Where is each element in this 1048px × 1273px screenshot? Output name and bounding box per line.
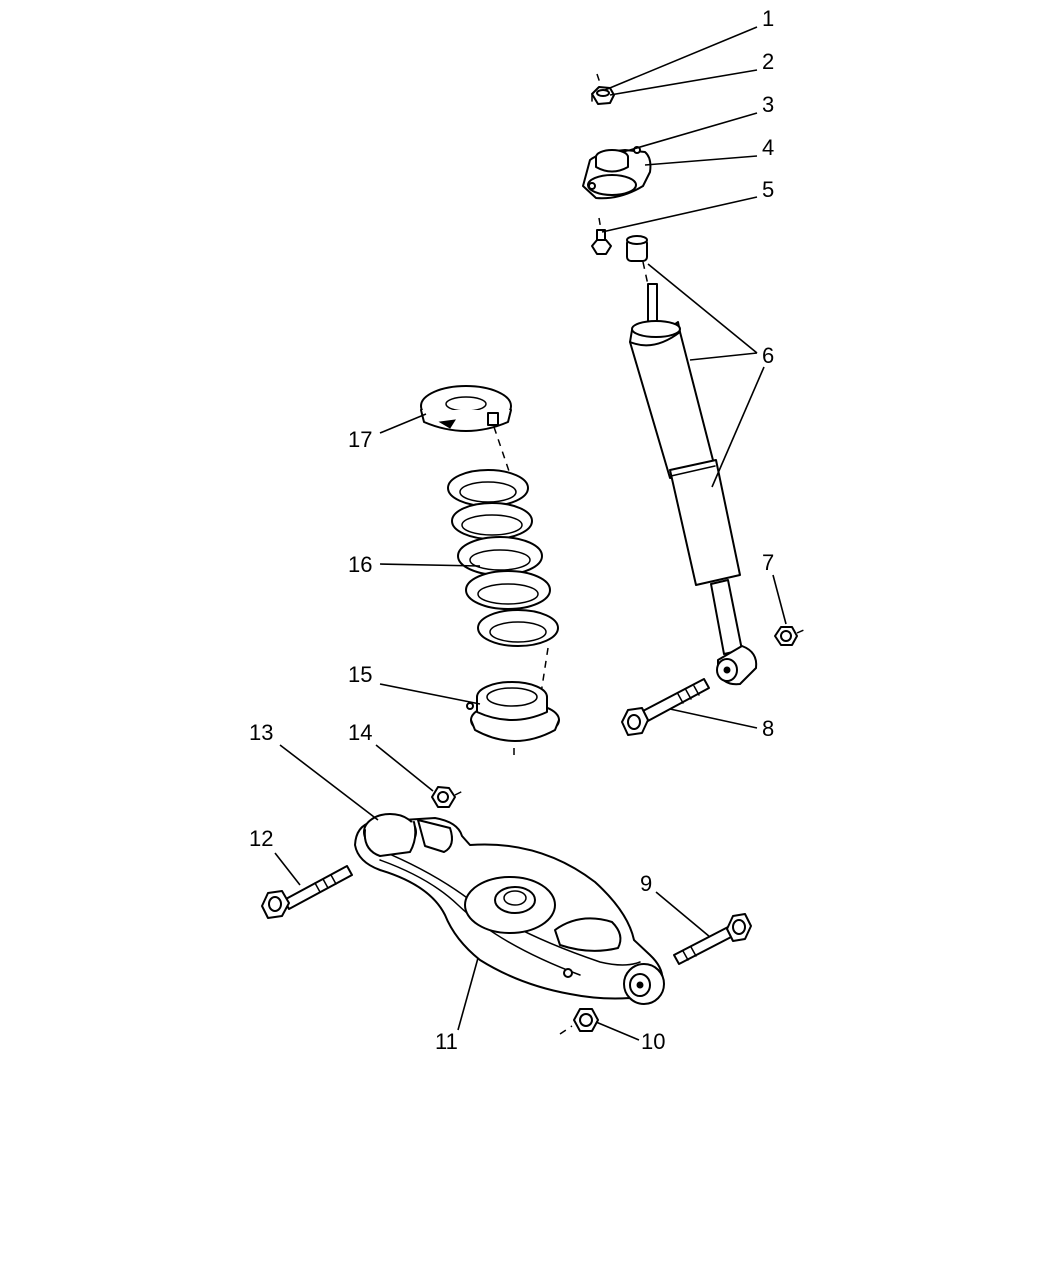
part-coil-spring [447, 469, 559, 647]
part-spring-seat [466, 681, 560, 742]
part-arm-rear-bolt [673, 913, 752, 965]
part-upper-mount [582, 146, 652, 200]
part-lower-control-arm [354, 813, 665, 1005]
part-arm-nut [431, 786, 466, 808]
callout-7: 7 [762, 550, 774, 575]
callout-15: 15 [348, 662, 372, 687]
part-arm-front-bolt [261, 865, 353, 919]
callout-12: 12 [249, 826, 273, 851]
part-shock-bolt [621, 678, 710, 736]
callout-6: 6 [762, 343, 774, 368]
callout-11: 11 [435, 1029, 458, 1054]
callout-1: 1 [762, 6, 774, 31]
callout-numbers: 1 2 3 4 5 6 7 8 9 10 11 12 13 14 15 16 1… [249, 6, 774, 1054]
callout-2: 2 [762, 49, 774, 74]
part-small-bolt [591, 217, 612, 255]
callout-9: 9 [640, 871, 652, 896]
part-top-nut [591, 73, 615, 105]
callout-8: 8 [762, 716, 774, 741]
part-spring-isolator [420, 385, 512, 432]
callout-16: 16 [348, 552, 372, 577]
leader-lines [274, 26, 787, 1041]
callout-13: 13 [249, 720, 273, 745]
part-arm-rear-nut [559, 1008, 599, 1035]
part-shock-nut [774, 626, 807, 646]
callout-10: 10 [641, 1029, 665, 1054]
part-shock-absorber [626, 235, 758, 686]
callout-14: 14 [348, 720, 372, 745]
callout-4: 4 [762, 135, 774, 160]
callout-3: 3 [762, 92, 774, 117]
callout-5: 5 [762, 177, 774, 202]
callout-17: 17 [348, 427, 372, 452]
